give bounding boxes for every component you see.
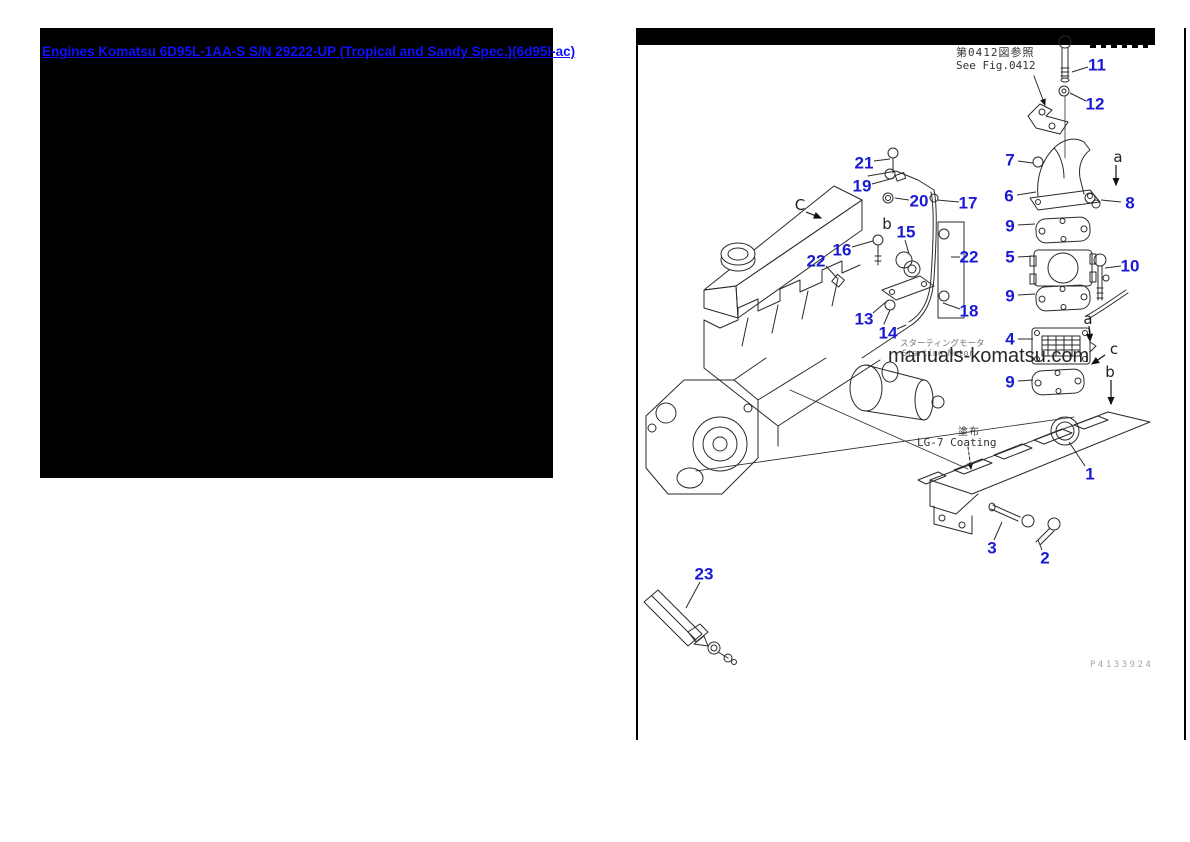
callout-23: 23 [695, 565, 714, 584]
thin-pipe [1086, 275, 1128, 319]
drawing-number: P4133924 [1090, 660, 1154, 670]
starting-motor [850, 362, 944, 420]
bar-dash [1122, 45, 1127, 48]
gear-housing [646, 358, 826, 494]
ref-letter-a: a [1113, 148, 1122, 166]
exhaust-elbow [1030, 139, 1100, 210]
ref-letter-c: c [1110, 340, 1118, 358]
engine-exploded-drawing [638, 28, 1184, 740]
bolt-2 [1036, 518, 1060, 545]
bar-dash [1132, 45, 1138, 48]
callout-9: 9 [1005, 217, 1014, 236]
callout-10: 10 [1121, 257, 1140, 276]
callout-14: 14 [879, 324, 898, 343]
washer-12 [1059, 86, 1069, 96]
callout-20: 20 [910, 192, 929, 211]
callout-19: 19 [853, 177, 872, 196]
coating-note-en: LG-7 Coating [917, 436, 997, 449]
ref-letter-a: a [1083, 310, 1092, 328]
callout-4: 4 [1005, 330, 1015, 349]
callout-15: 15 [897, 223, 916, 242]
callout-3: 3 [987, 539, 996, 558]
callout-13: 13 [855, 310, 874, 329]
cylinder-head [704, 261, 880, 446]
bar-dash [1111, 45, 1117, 48]
fig0412-bracket [1028, 96, 1068, 158]
watermark: manuals-komatsu.com [888, 345, 1090, 367]
starting-motor-label-en: Starting Motor [902, 349, 974, 359]
callout-2: 2 [1040, 549, 1049, 568]
callout-5: 5 [1005, 248, 1014, 267]
manifold-1 [918, 412, 1150, 534]
callout-21: 21 [855, 154, 874, 173]
bracket-22 [832, 222, 964, 318]
callout-18: 18 [960, 302, 979, 321]
callout-9: 9 [1005, 287, 1014, 306]
ref-letter-C: C [795, 196, 805, 214]
callout-6: 6 [1004, 187, 1013, 206]
starting-motor-label-jp: スターティングモータ [900, 339, 985, 349]
callout-12: 12 [1086, 95, 1105, 114]
callout-22: 22 [807, 252, 826, 271]
callout-17: 17 [959, 194, 978, 213]
tool-23 [644, 590, 737, 665]
fitting-8 [1085, 193, 1095, 203]
bolt-11 [1059, 36, 1071, 82]
bar-dash [1101, 45, 1106, 48]
callout-22: 22 [960, 248, 979, 267]
bar-dash [1143, 45, 1148, 48]
gasket-9-upper [1035, 217, 1090, 244]
coating-arrow [967, 447, 974, 470]
heater-block-4 [1032, 328, 1096, 364]
callout-16: 16 [833, 241, 852, 260]
ref-letter-b: b [882, 215, 892, 233]
pipe-cluster [862, 148, 938, 358]
figure-reference-en: See Fig.0412 [956, 59, 1036, 72]
diagram-top-bar [638, 28, 1155, 45]
bolt-10 [1094, 254, 1106, 300]
figure-reference-jp: 第0412図参照 [956, 46, 1035, 59]
bolt-3 [989, 503, 1034, 527]
gasket-9-middle [1035, 285, 1090, 312]
plug-7 [1033, 157, 1043, 167]
callout-1: 1 [1085, 465, 1094, 484]
callout-7: 7 [1005, 151, 1014, 170]
valve-cluster [873, 235, 934, 324]
bar-dash [1090, 45, 1096, 48]
ref-letter-b: b [1105, 363, 1115, 381]
callout-8: 8 [1125, 194, 1134, 213]
see-fig-arrow [1034, 76, 1046, 106]
coating-note-jp: 塗布 [958, 427, 980, 438]
callout-11: 11 [1088, 56, 1106, 75]
callout-9: 9 [1005, 373, 1014, 392]
model-link[interactable]: Engines Komatsu 6D95L-1AA-S S/N 29222-UP… [42, 44, 576, 59]
construction-line [790, 390, 968, 469]
gasket-9-lower [1031, 369, 1084, 396]
left-black-panel: Engines Komatsu 6D95L-1AA-S S/N 29222-UP… [40, 28, 575, 478]
valve-cover [704, 186, 862, 318]
construction-line [696, 417, 1074, 471]
